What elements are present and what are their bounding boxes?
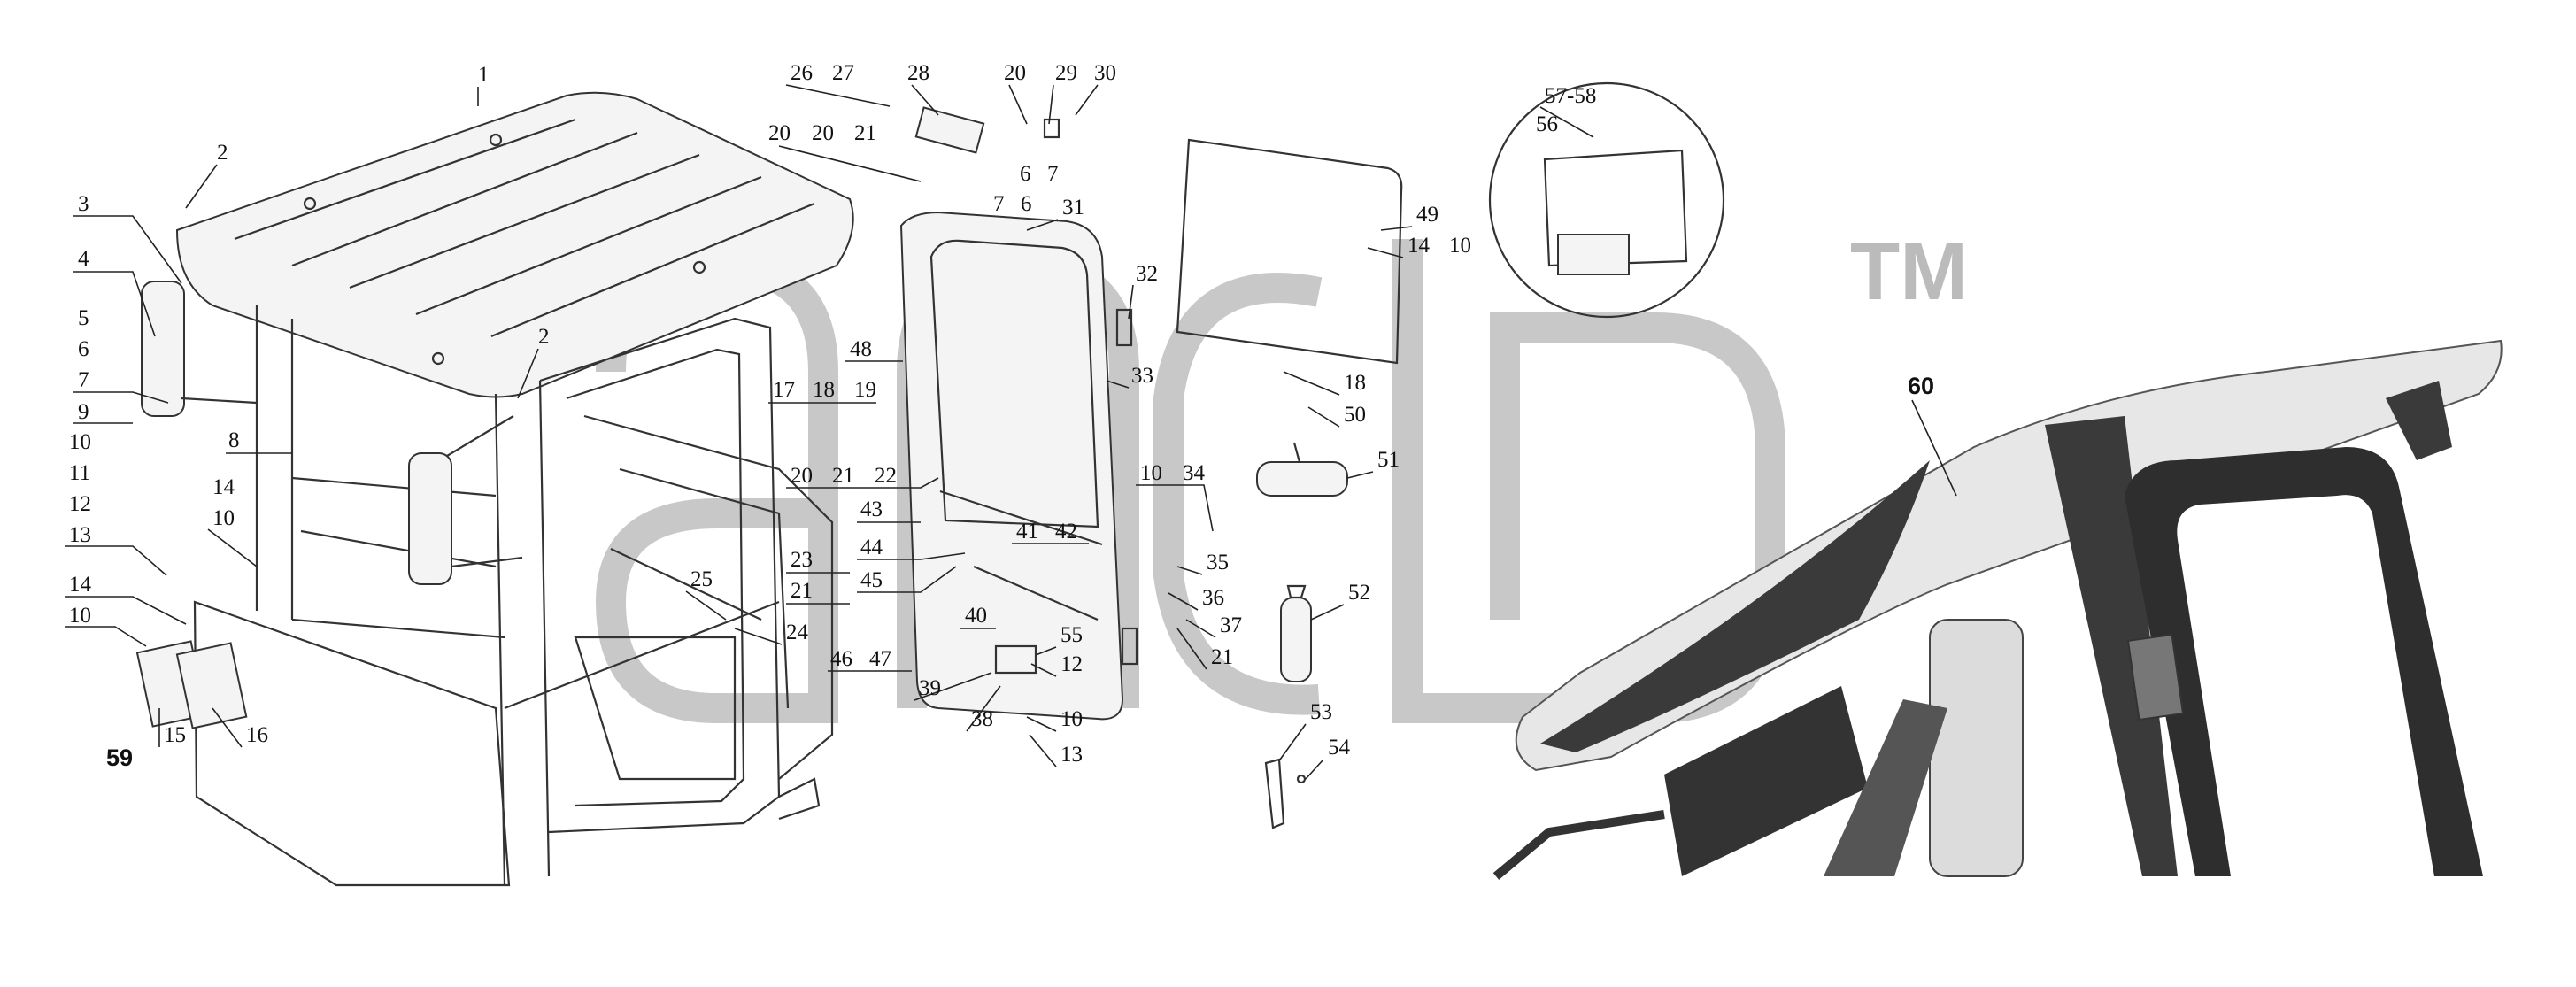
callout-c12a: 12 (69, 492, 91, 516)
callout-c15: 15 (164, 723, 186, 747)
callout-c18b: 18 (1344, 371, 1366, 395)
callout-c7: 7 (78, 368, 89, 392)
callout-c36: 36 (1202, 586, 1224, 610)
callout-c55: 55 (1060, 623, 1083, 647)
callout-c5: 5 (78, 306, 89, 330)
callout-c14b: 14 (212, 475, 235, 499)
callout-c10c: 10 (212, 506, 235, 530)
callout-c49: 49 (1416, 203, 1438, 227)
callout-c60: 60 (1908, 373, 1934, 399)
callout-c31: 31 (1062, 196, 1084, 220)
callout-c26: 26 (791, 61, 813, 85)
callout-c34: 34 (1183, 461, 1206, 485)
callout-c50: 50 (1344, 403, 1366, 427)
side-panel-plates (135, 640, 248, 729)
callout-c39: 39 (919, 676, 941, 700)
fire-extinguisher (1280, 584, 1312, 682)
callout-c46: 46 (830, 647, 852, 671)
callout-c6c: 6 (1021, 192, 1032, 216)
callout-c29: 29 (1055, 61, 1077, 85)
callout-c20c: 20 (812, 121, 834, 145)
callout-c17: 17 (773, 378, 795, 402)
callout-c48: 48 (850, 337, 872, 361)
callout-c3: 3 (78, 192, 89, 216)
callout-c6: 6 (78, 337, 89, 361)
callout-c45: 45 (860, 568, 883, 592)
callout-c57_58: 57-58 (1545, 84, 1596, 108)
callout-c47: 47 (869, 647, 891, 671)
callout-c32: 32 (1136, 262, 1158, 286)
callout-c20d: 20 (791, 464, 813, 488)
callout-c21d: 21 (1211, 645, 1233, 669)
callout-c8: 8 (228, 428, 240, 452)
callout-c13a: 13 (69, 523, 91, 547)
callout-c10f: 10 (1449, 234, 1471, 258)
callout-c22: 22 (875, 464, 897, 488)
callout-c25: 25 (690, 567, 713, 591)
callout-c44: 44 (860, 536, 883, 559)
callout-c37: 37 (1220, 613, 1242, 637)
callout-c13b: 13 (1060, 743, 1083, 767)
callout-c2b: 2 (538, 325, 550, 349)
callout-c33: 33 (1131, 364, 1153, 388)
door-glass-panel (1176, 138, 1403, 365)
callout-c38: 38 (971, 707, 993, 731)
callout-c14c: 14 (1408, 234, 1431, 258)
callout-c52: 52 (1348, 581, 1370, 605)
callout-c12b: 12 (1060, 652, 1083, 676)
callout-c4: 4 (78, 247, 89, 271)
hinge-bracket (914, 106, 1060, 154)
callout-c20a: 20 (1004, 61, 1026, 85)
side-mirror-right (408, 415, 523, 585)
door-handle (1264, 758, 1307, 829)
callout-c42: 42 (1055, 520, 1077, 544)
callout-c10a: 10 (69, 430, 91, 454)
callout-c18a: 18 (813, 378, 835, 402)
callout-c7c: 7 (993, 192, 1005, 216)
callout-c1: 1 (478, 63, 490, 87)
callout-c43: 43 (860, 497, 883, 521)
callout-c51: 51 (1377, 448, 1400, 472)
callout-c10b: 10 (69, 604, 91, 628)
interior-mirror (1256, 442, 1348, 497)
callout-c23: 23 (791, 548, 813, 572)
callout-c11: 11 (69, 461, 90, 485)
callout-c24: 24 (786, 621, 809, 644)
callout-c30: 30 (1094, 61, 1116, 85)
callout-c6b: 6 (1020, 162, 1031, 186)
callout-c7b: 7 (1047, 162, 1059, 186)
cab-door (899, 211, 1138, 721)
callout-c40: 40 (965, 604, 987, 628)
callout-c10e: 10 (1140, 461, 1162, 485)
cab-frame-assembly (175, 91, 854, 887)
callout-c14a: 14 (69, 573, 92, 597)
leader-lines (65, 84, 1957, 780)
callout-c59: 59 (106, 744, 133, 771)
callout-c10d: 10 (1060, 707, 1083, 731)
callout-c28: 28 (907, 61, 929, 85)
inset-detail (1488, 81, 1725, 319)
callout-c19: 19 (854, 378, 876, 402)
cab-render (1492, 339, 2503, 880)
callout-c9: 9 (78, 400, 89, 424)
callout-c21b: 21 (832, 464, 854, 488)
trademark-mark: TM (1850, 227, 1968, 317)
side-mirror-left (141, 281, 258, 417)
callout-c21c: 21 (791, 579, 813, 603)
callout-c35: 35 (1207, 551, 1229, 574)
callout-c16: 16 (246, 723, 268, 747)
callout-c41: 41 (1016, 520, 1038, 544)
callout-c21a: 21 (854, 121, 876, 145)
callout-c20b: 20 (768, 121, 791, 145)
callout-c2a: 2 (217, 141, 228, 165)
callout-c54: 54 (1328, 736, 1351, 760)
bold-callout-labels: 59 60 (106, 373, 1934, 771)
callout-c53: 53 (1310, 700, 1332, 724)
callout-c27: 27 (832, 61, 854, 85)
callout-c56: 56 (1536, 112, 1558, 136)
